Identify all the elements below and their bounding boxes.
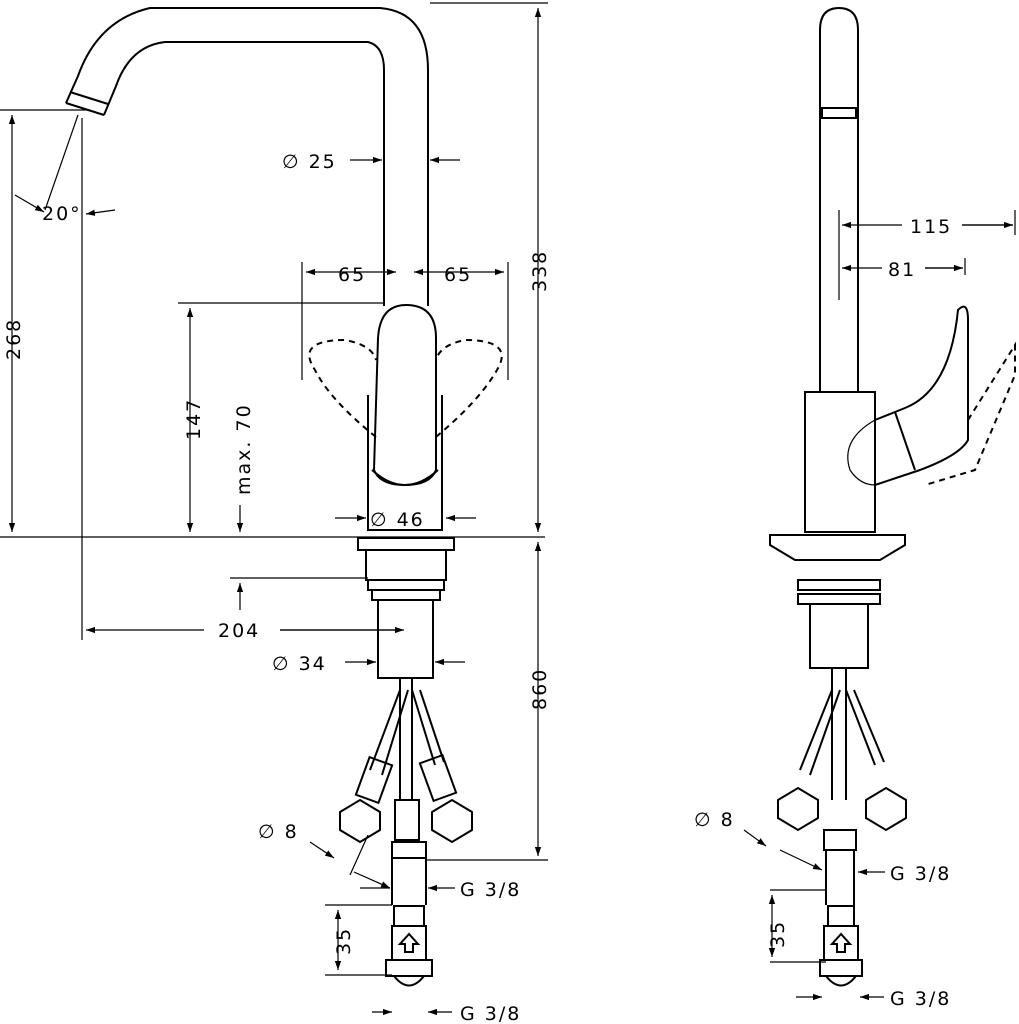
thread-upper-front-label: G 3/8 [460,879,521,901]
side-lever-dashed [924,341,1016,486]
front-lever-right-dashed [435,338,503,438]
front-nut-left [339,798,381,844]
front-valve-arrow-icon [397,932,421,953]
hose-diameter-side-label: ∅ 8 [694,809,735,831]
front-base-plate [357,537,455,551]
spout-angle-label: 20° [42,203,82,225]
lever-left-label: 65 [338,264,366,286]
thread-lower-front-label: G 3/8 [460,1003,521,1024]
hose-diameter-front-label: ∅ 8 [258,821,299,843]
total-height-label: 338 [529,250,551,292]
pipe-diameter-label: ∅ 25 [282,151,337,173]
lever-right-label: 65 [444,264,472,286]
spout-height-label: 268 [3,318,25,360]
front-aerator [65,102,105,116]
side-valve-arrow-icon [829,932,853,953]
front-nut-right [431,798,473,844]
lever-height-label: 147 [183,398,205,440]
front-body [367,395,443,531]
valve-height-front-label: 35 [333,927,355,955]
side-lever [874,305,969,486]
side-depth-inner-label: 81 [888,259,916,281]
shank-diameter-label: ∅ 34 [272,653,327,675]
front-view [0,2,548,1016]
front-hose-center [399,678,413,800]
hose-length-label: 860 [529,668,551,710]
front-spout-outer [65,7,429,306]
reach-label: 204 [218,620,260,642]
thread-upper-side-label: G 3/8 [890,863,951,885]
front-shank [377,599,434,679]
front-lever-left-dashed [308,338,377,438]
front-nut-center [391,841,427,859]
side-body [804,391,876,533]
max-thickness-label: max. 70 [233,403,255,495]
base-diameter-label: ∅ 46 [370,509,425,531]
front-spout-inner [103,41,385,306]
front-lever [372,303,437,487]
thread-lower-side-label: G 3/8 [890,988,951,1010]
side-base-plate [769,534,906,561]
front-hose-left [369,689,409,776]
side-depth-outer-label: 115 [910,216,952,238]
front-valve [391,925,427,961]
valve-height-side-label: 35 [767,920,789,948]
side-view [743,6,1016,1001]
front-hose-right [411,689,445,766]
side-shank [809,603,869,669]
side-spout [819,6,859,392]
side-valve [823,925,859,961]
